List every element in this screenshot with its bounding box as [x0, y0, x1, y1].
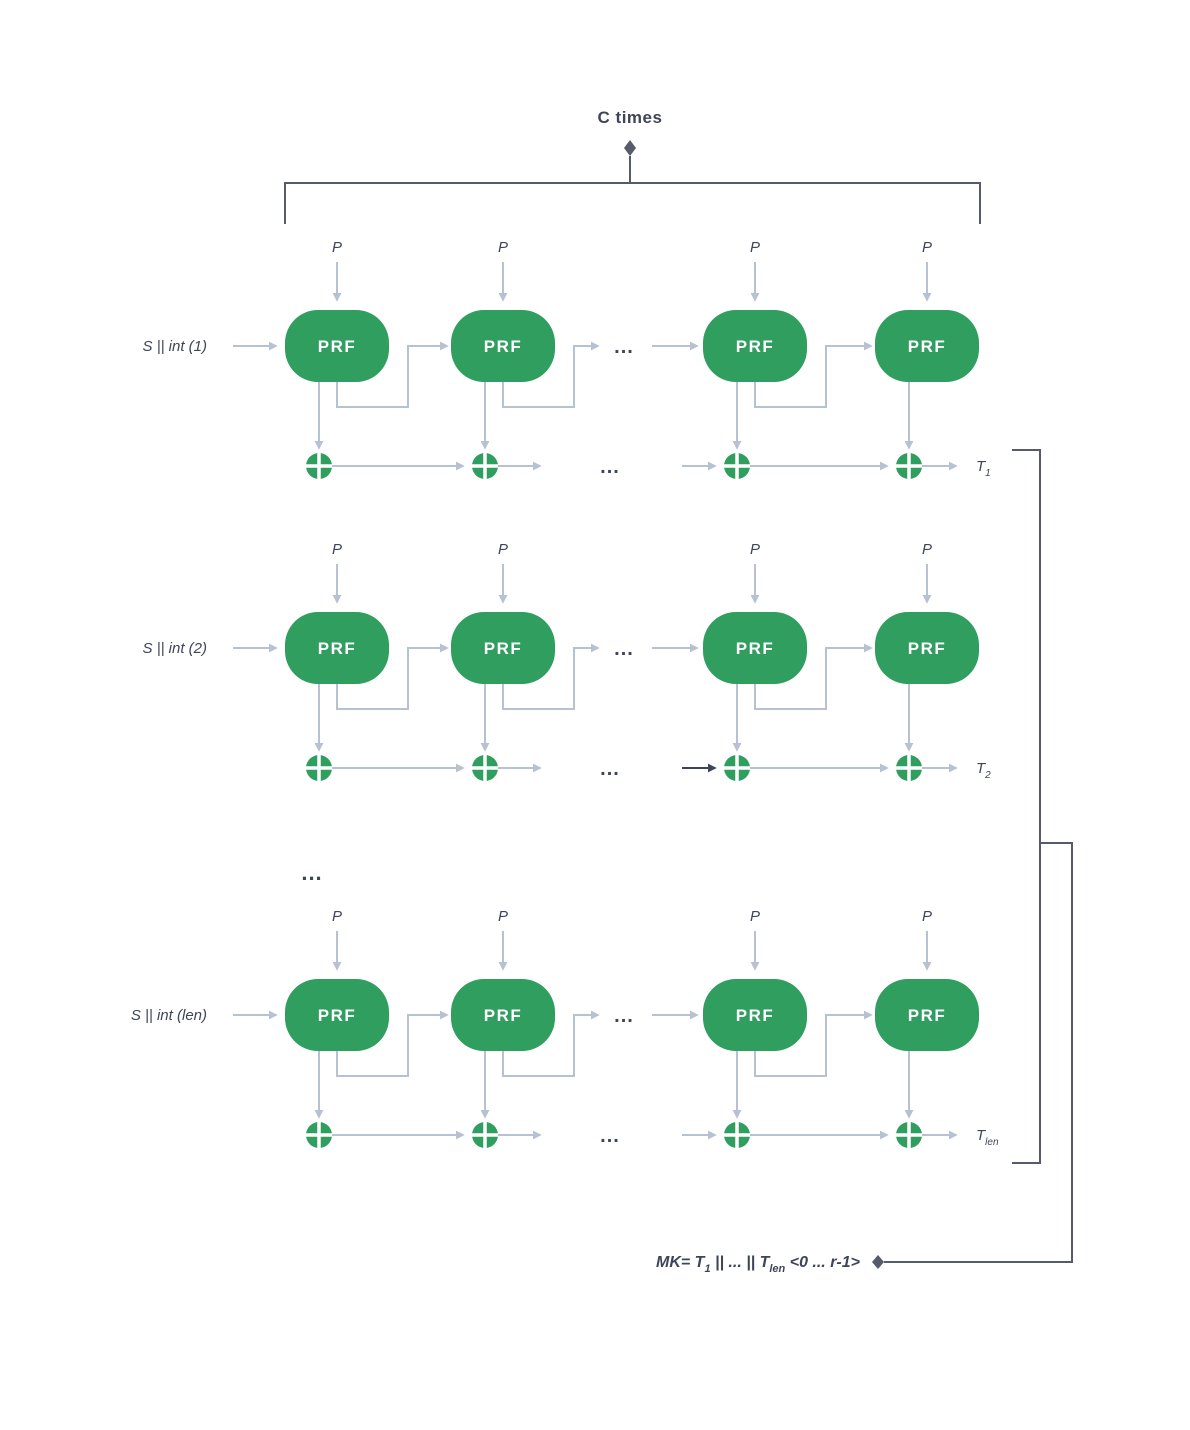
- prf-block: PRF: [451, 979, 555, 1051]
- svg-text:PRF: PRF: [908, 337, 947, 356]
- prf-row-2: P P P P S || int (2) PRF PRF PRF PRF ...: [143, 541, 991, 781]
- xor-icon: [472, 1122, 498, 1148]
- p-label: P: [332, 908, 342, 925]
- xor-icon: [896, 453, 922, 479]
- xor-icon: [306, 453, 332, 479]
- down-arrows: [314, 684, 914, 752]
- p-label: P: [498, 908, 508, 925]
- prf-block: PRF: [875, 310, 979, 382]
- c-times-bracket: [284, 156, 981, 224]
- svg-text:PRF: PRF: [318, 337, 357, 356]
- prf-chain-connectors: [336, 643, 873, 710]
- p-label: P: [332, 541, 342, 558]
- ellipsis: ...: [600, 758, 620, 780]
- diamond-icon: [624, 140, 636, 156]
- svg-text:PRF: PRF: [318, 639, 357, 658]
- c-times-label: C times: [598, 108, 663, 127]
- ellipsis: ...: [614, 336, 634, 358]
- t-output-label: T2: [976, 760, 991, 781]
- input-label: S || int (len): [131, 1007, 207, 1024]
- p-label: P: [498, 541, 508, 558]
- prf-block: PRF: [451, 310, 555, 382]
- p-arrows: [332, 564, 932, 604]
- svg-text:PRF: PRF: [736, 337, 775, 356]
- p-arrows: [332, 262, 932, 302]
- p-label: P: [750, 239, 760, 256]
- xor-icon: [896, 1122, 922, 1148]
- p-arrows: [332, 931, 932, 971]
- prf-chain-connectors: [336, 341, 873, 408]
- down-arrows: [314, 1051, 914, 1119]
- prf-block: PRF: [703, 310, 807, 382]
- svg-text:PRF: PRF: [484, 337, 523, 356]
- p-label: P: [332, 239, 342, 256]
- ellipsis: ...: [600, 456, 620, 478]
- ellipsis: ...: [614, 1005, 634, 1027]
- mk-label: MK= T1 || ... || Tlen <0 ... r-1>: [656, 1254, 860, 1275]
- prf-block: PRF: [875, 979, 979, 1051]
- prf-row-3: P P P P S || int (len) PRF PRF PRF PRF .…: [131, 908, 999, 1148]
- p-label: P: [922, 239, 932, 256]
- prf-block: PRF: [875, 612, 979, 684]
- xor-icon: [472, 453, 498, 479]
- t-output-label: Tlen: [976, 1127, 999, 1148]
- p-label: P: [498, 239, 508, 256]
- prf-block: PRF: [285, 310, 389, 382]
- rows-ellipsis: ...: [301, 860, 322, 885]
- input-label: S || int (1): [143, 338, 207, 355]
- xor-icon: [472, 755, 498, 781]
- svg-text:PRF: PRF: [484, 639, 523, 658]
- svg-text:PRF: PRF: [736, 1006, 775, 1025]
- prf-chain-connectors: [336, 1010, 873, 1077]
- mk-connector-line: [884, 842, 1073, 1263]
- svg-text:PRF: PRF: [908, 639, 947, 658]
- prf-block: PRF: [285, 979, 389, 1051]
- prf-block: PRF: [451, 612, 555, 684]
- xor-icon: [306, 1122, 332, 1148]
- p-label: P: [750, 541, 760, 558]
- p-label: P: [750, 908, 760, 925]
- xor-icon: [724, 755, 750, 781]
- ellipsis: ...: [600, 1125, 620, 1147]
- t-collector-bracket: [1012, 449, 1041, 1164]
- prf-block: PRF: [285, 612, 389, 684]
- prf-row-1: P P P P S || int (1) PRF PRF PRF PRF ...: [143, 239, 991, 479]
- xor-icon: [724, 453, 750, 479]
- svg-text:PRF: PRF: [736, 639, 775, 658]
- down-arrows: [314, 382, 914, 450]
- p-label: P: [922, 908, 932, 925]
- prf-block: PRF: [703, 979, 807, 1051]
- svg-text:PRF: PRF: [908, 1006, 947, 1025]
- xor-icon: [896, 755, 922, 781]
- t-output-label: T1: [976, 458, 991, 479]
- svg-text:PRF: PRF: [318, 1006, 357, 1025]
- p-label: P: [922, 541, 932, 558]
- diamond-icon: [872, 1255, 884, 1269]
- xor-icon: [306, 755, 332, 781]
- svg-text:PRF: PRF: [484, 1006, 523, 1025]
- prf-block: PRF: [703, 612, 807, 684]
- xor-icon: [724, 1122, 750, 1148]
- ellipsis: ...: [614, 638, 634, 660]
- input-label: S || int (2): [143, 640, 207, 657]
